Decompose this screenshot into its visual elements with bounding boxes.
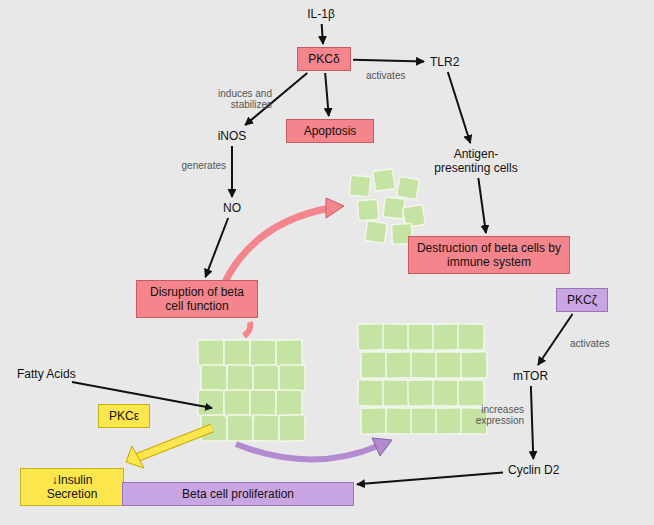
beta-cell: [396, 176, 419, 199]
connector-arrow: [205, 218, 228, 277]
beta-cell: [276, 340, 302, 366]
beta-cell: [411, 352, 437, 378]
node-text: PKCζ: [563, 293, 601, 307]
cytokine-label: IL-1β: [304, 6, 338, 22]
beta-cell: [436, 408, 462, 434]
outcome-box: Beta cell proliferation: [122, 482, 354, 506]
beta-cell: [253, 365, 279, 391]
node-text: Apoptosis: [293, 124, 367, 138]
kinase-box: PKCζ: [556, 288, 608, 312]
beta-cell: [279, 415, 305, 441]
beta-cell: [279, 365, 305, 391]
node-text: NO: [223, 201, 241, 215]
kinase-box: PKCε: [98, 404, 150, 428]
beta-cell: [357, 199, 378, 220]
connector-arrow: [531, 386, 533, 459]
beta-cell: [224, 390, 250, 416]
outcome-box: Disruption of beta cell function: [136, 280, 258, 318]
beta-cell: [411, 408, 437, 434]
connector-arrow: [538, 314, 573, 365]
beta-cell: [201, 365, 227, 391]
beta-cell: [198, 340, 224, 366]
edge-label: increases expression: [448, 404, 524, 426]
beta-cell: [386, 352, 412, 378]
node-text: IL-1β: [307, 7, 335, 21]
receptor-label: TLR2: [427, 54, 462, 70]
input-label: Fatty Acids: [14, 366, 79, 382]
node-text: Beta cell proliferation: [129, 487, 347, 501]
beta-cell: [361, 352, 387, 378]
kinase-label: mTOR: [510, 368, 551, 384]
connector-arrow: [322, 24, 323, 44]
outcome-box: ↓Insulin Secretion: [20, 468, 124, 506]
beta-cell: [224, 340, 250, 366]
beta-cell: [276, 390, 302, 416]
yellow-arrow: [136, 428, 212, 458]
beta-cell: [383, 197, 405, 219]
node-text: Disruption of beta cell function: [143, 285, 251, 313]
beta-cell: [365, 221, 388, 244]
node-text: iNOS: [218, 129, 247, 143]
connector-arrow: [357, 472, 503, 484]
node-text: PKCδ: [304, 52, 344, 66]
node-text: mTOR: [513, 369, 548, 383]
beta-cell: [458, 324, 484, 350]
purple-curve-arrow: [236, 444, 378, 460]
node-text: PKCε: [105, 409, 143, 423]
node-text: Antigen-presenting cells: [431, 147, 521, 175]
node-text: Destruction of beta cells by immune syst…: [415, 241, 563, 269]
pink-arrowhead: [326, 198, 344, 218]
protein-label: Cyclin D2: [505, 462, 562, 478]
yellow-arrowhead: [126, 446, 144, 468]
beta-cell: [383, 324, 409, 350]
beta-cell: [227, 415, 253, 441]
node-text: Fatty Acids: [17, 367, 76, 381]
purple-arrowhead: [372, 438, 392, 456]
pink-small-arrow: [244, 322, 250, 336]
connector-arrow: [448, 72, 470, 143]
edge-label: induces and stabilizes: [206, 88, 272, 110]
node-text: TLR2: [430, 55, 459, 69]
beta-cell: [253, 415, 279, 441]
beta-cell: [373, 169, 396, 192]
connector-arrow: [478, 178, 486, 233]
connector-arrow: [231, 146, 233, 197]
beta-cell: [383, 380, 409, 406]
kinase-box: PKCδ: [297, 47, 351, 71]
beta-cell: [349, 175, 371, 197]
beta-cell: [461, 352, 487, 378]
beta-cell: [458, 380, 484, 406]
beta-cell: [408, 324, 434, 350]
beta-cell: [433, 380, 459, 406]
beta-cell: [386, 408, 412, 434]
beta-cell: [250, 390, 276, 416]
cell-label: Antigen-presenting cells: [428, 146, 524, 176]
molecule-label: NO: [220, 200, 244, 216]
beta-cell: [227, 365, 253, 391]
node-text: Cyclin D2: [508, 463, 559, 477]
beta-cell: [198, 390, 224, 416]
beta-cell: [358, 324, 384, 350]
beta-cell: [433, 324, 459, 350]
beta-cell: [408, 380, 434, 406]
edge-label: activates: [366, 70, 426, 81]
beta-cell: [361, 408, 387, 434]
connector-arrow: [353, 60, 424, 62]
beta-cell: [358, 380, 384, 406]
edge-label: activates: [570, 338, 630, 349]
beta-cell: [436, 352, 462, 378]
outcome-box: Destruction of beta cells by immune syst…: [408, 236, 570, 274]
node-text: ↓Insulin Secretion: [27, 473, 117, 501]
pink-curve-arrow: [225, 208, 330, 282]
edge-label: generates: [170, 160, 226, 171]
beta-cell: [250, 340, 276, 366]
yellow-arrow-fill: [136, 428, 212, 458]
enzyme-label: iNOS: [215, 128, 250, 144]
connector-arrow: [325, 73, 329, 116]
outcome-box: Apoptosis: [286, 119, 374, 143]
